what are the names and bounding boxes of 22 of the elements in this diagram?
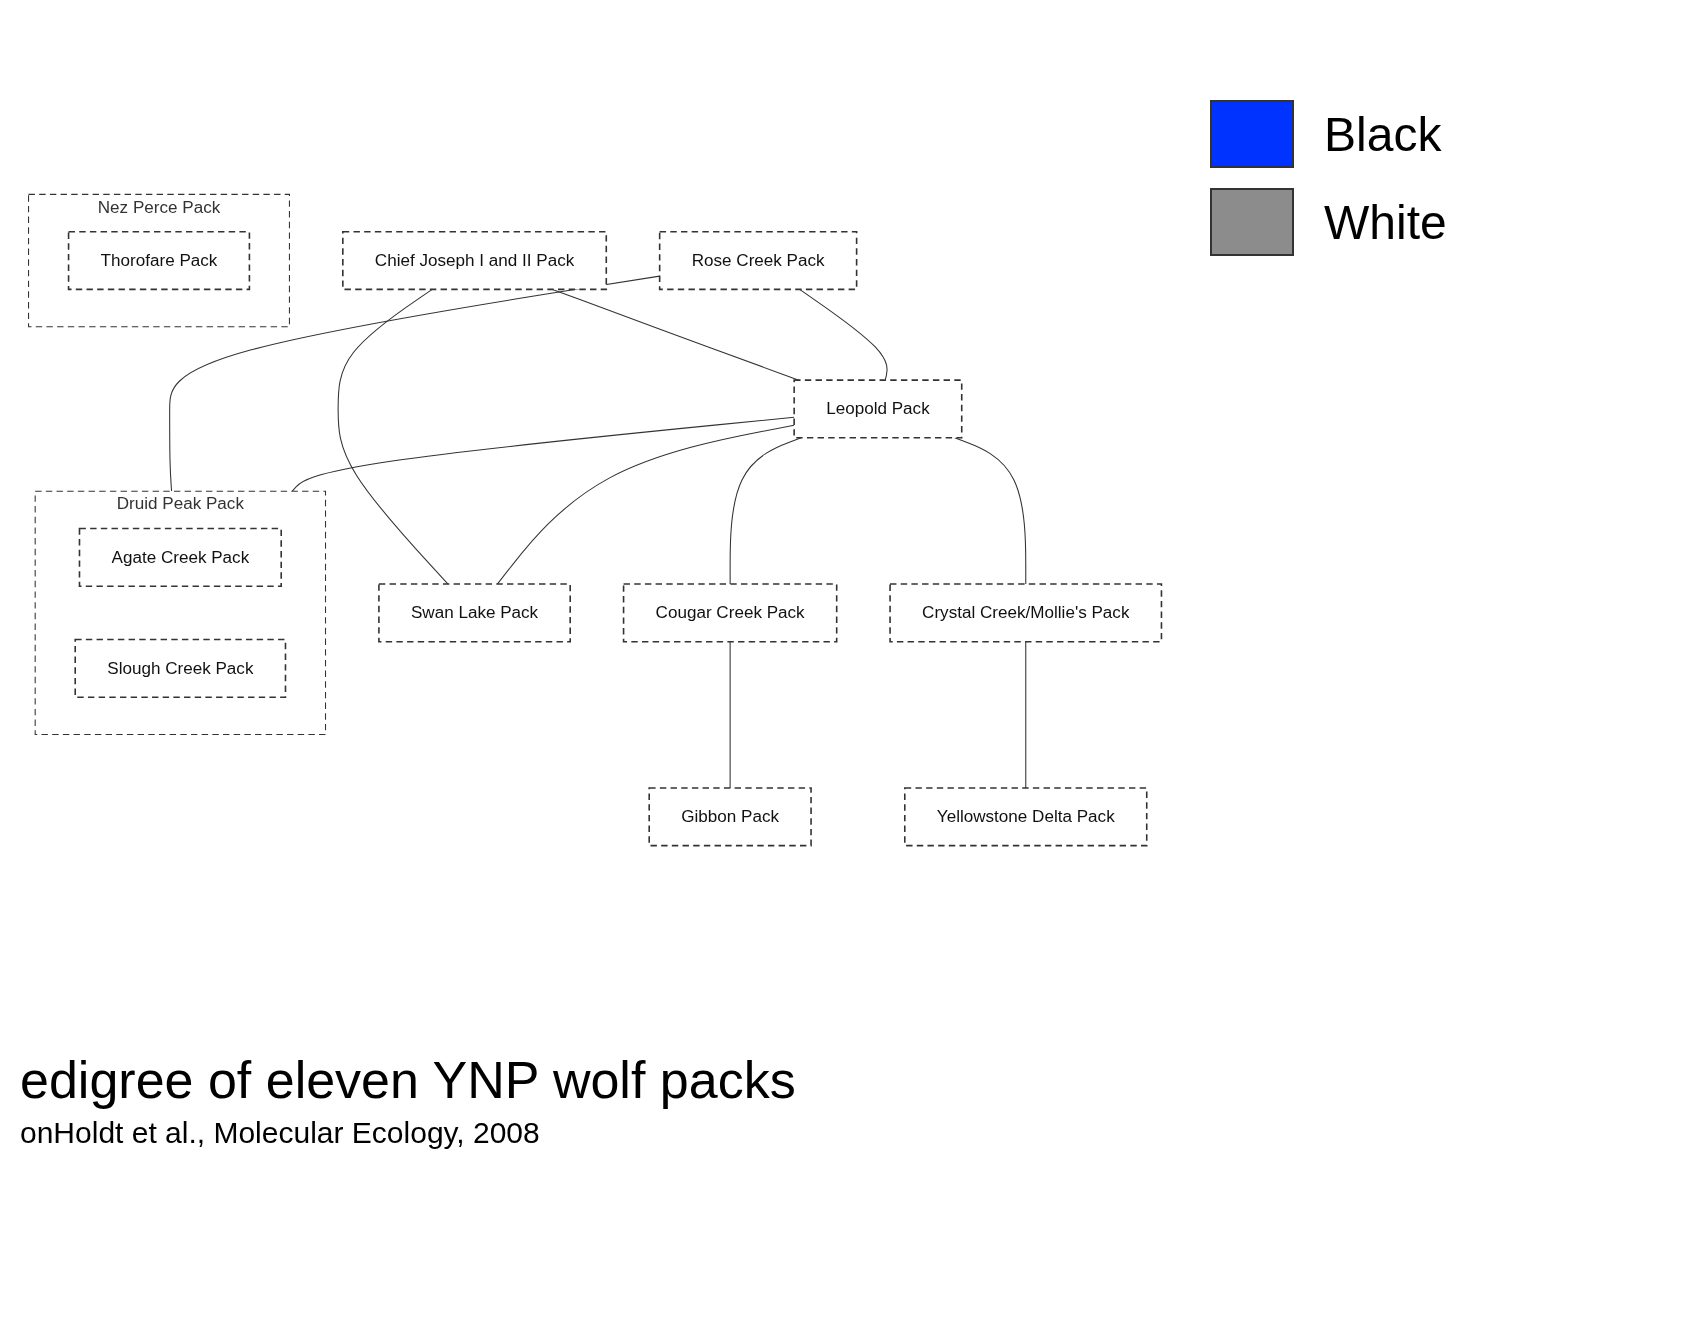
node-box: Cougar Creek Pack	[622, 583, 838, 643]
legend-label: Black	[1324, 106, 1442, 162]
node-box: Rose Creek Pack	[658, 230, 858, 291]
connector	[496, 424, 795, 585]
connector	[799, 288, 888, 381]
connector	[954, 437, 1027, 585]
diagram-title: edigree of eleven YNP wolf packs	[20, 1050, 797, 1110]
node-box: Gibbon Pack	[648, 787, 812, 847]
connector	[729, 641, 731, 789]
connector	[337, 288, 449, 585]
node-box: Yellowstone Delta Pack	[904, 787, 1148, 847]
node-box: Slough Creek Pack	[74, 638, 287, 698]
connector	[1025, 641, 1027, 789]
connector	[291, 416, 795, 492]
node-box: Thorofare Pack	[67, 230, 251, 291]
node-box: Crystal Creek/Mollie's Pack	[889, 583, 1163, 643]
node-box: Chief Joseph I and II Pack	[342, 230, 608, 291]
legend-label: White	[1324, 194, 1447, 250]
caption: onHoldt et al., Molecular Ecology, 2008	[20, 1116, 541, 1150]
node-box: Agate Creek Pack	[78, 527, 282, 587]
node-box: Leopold Pack	[793, 379, 963, 439]
node-box: Swan Lake Pack	[378, 583, 571, 643]
